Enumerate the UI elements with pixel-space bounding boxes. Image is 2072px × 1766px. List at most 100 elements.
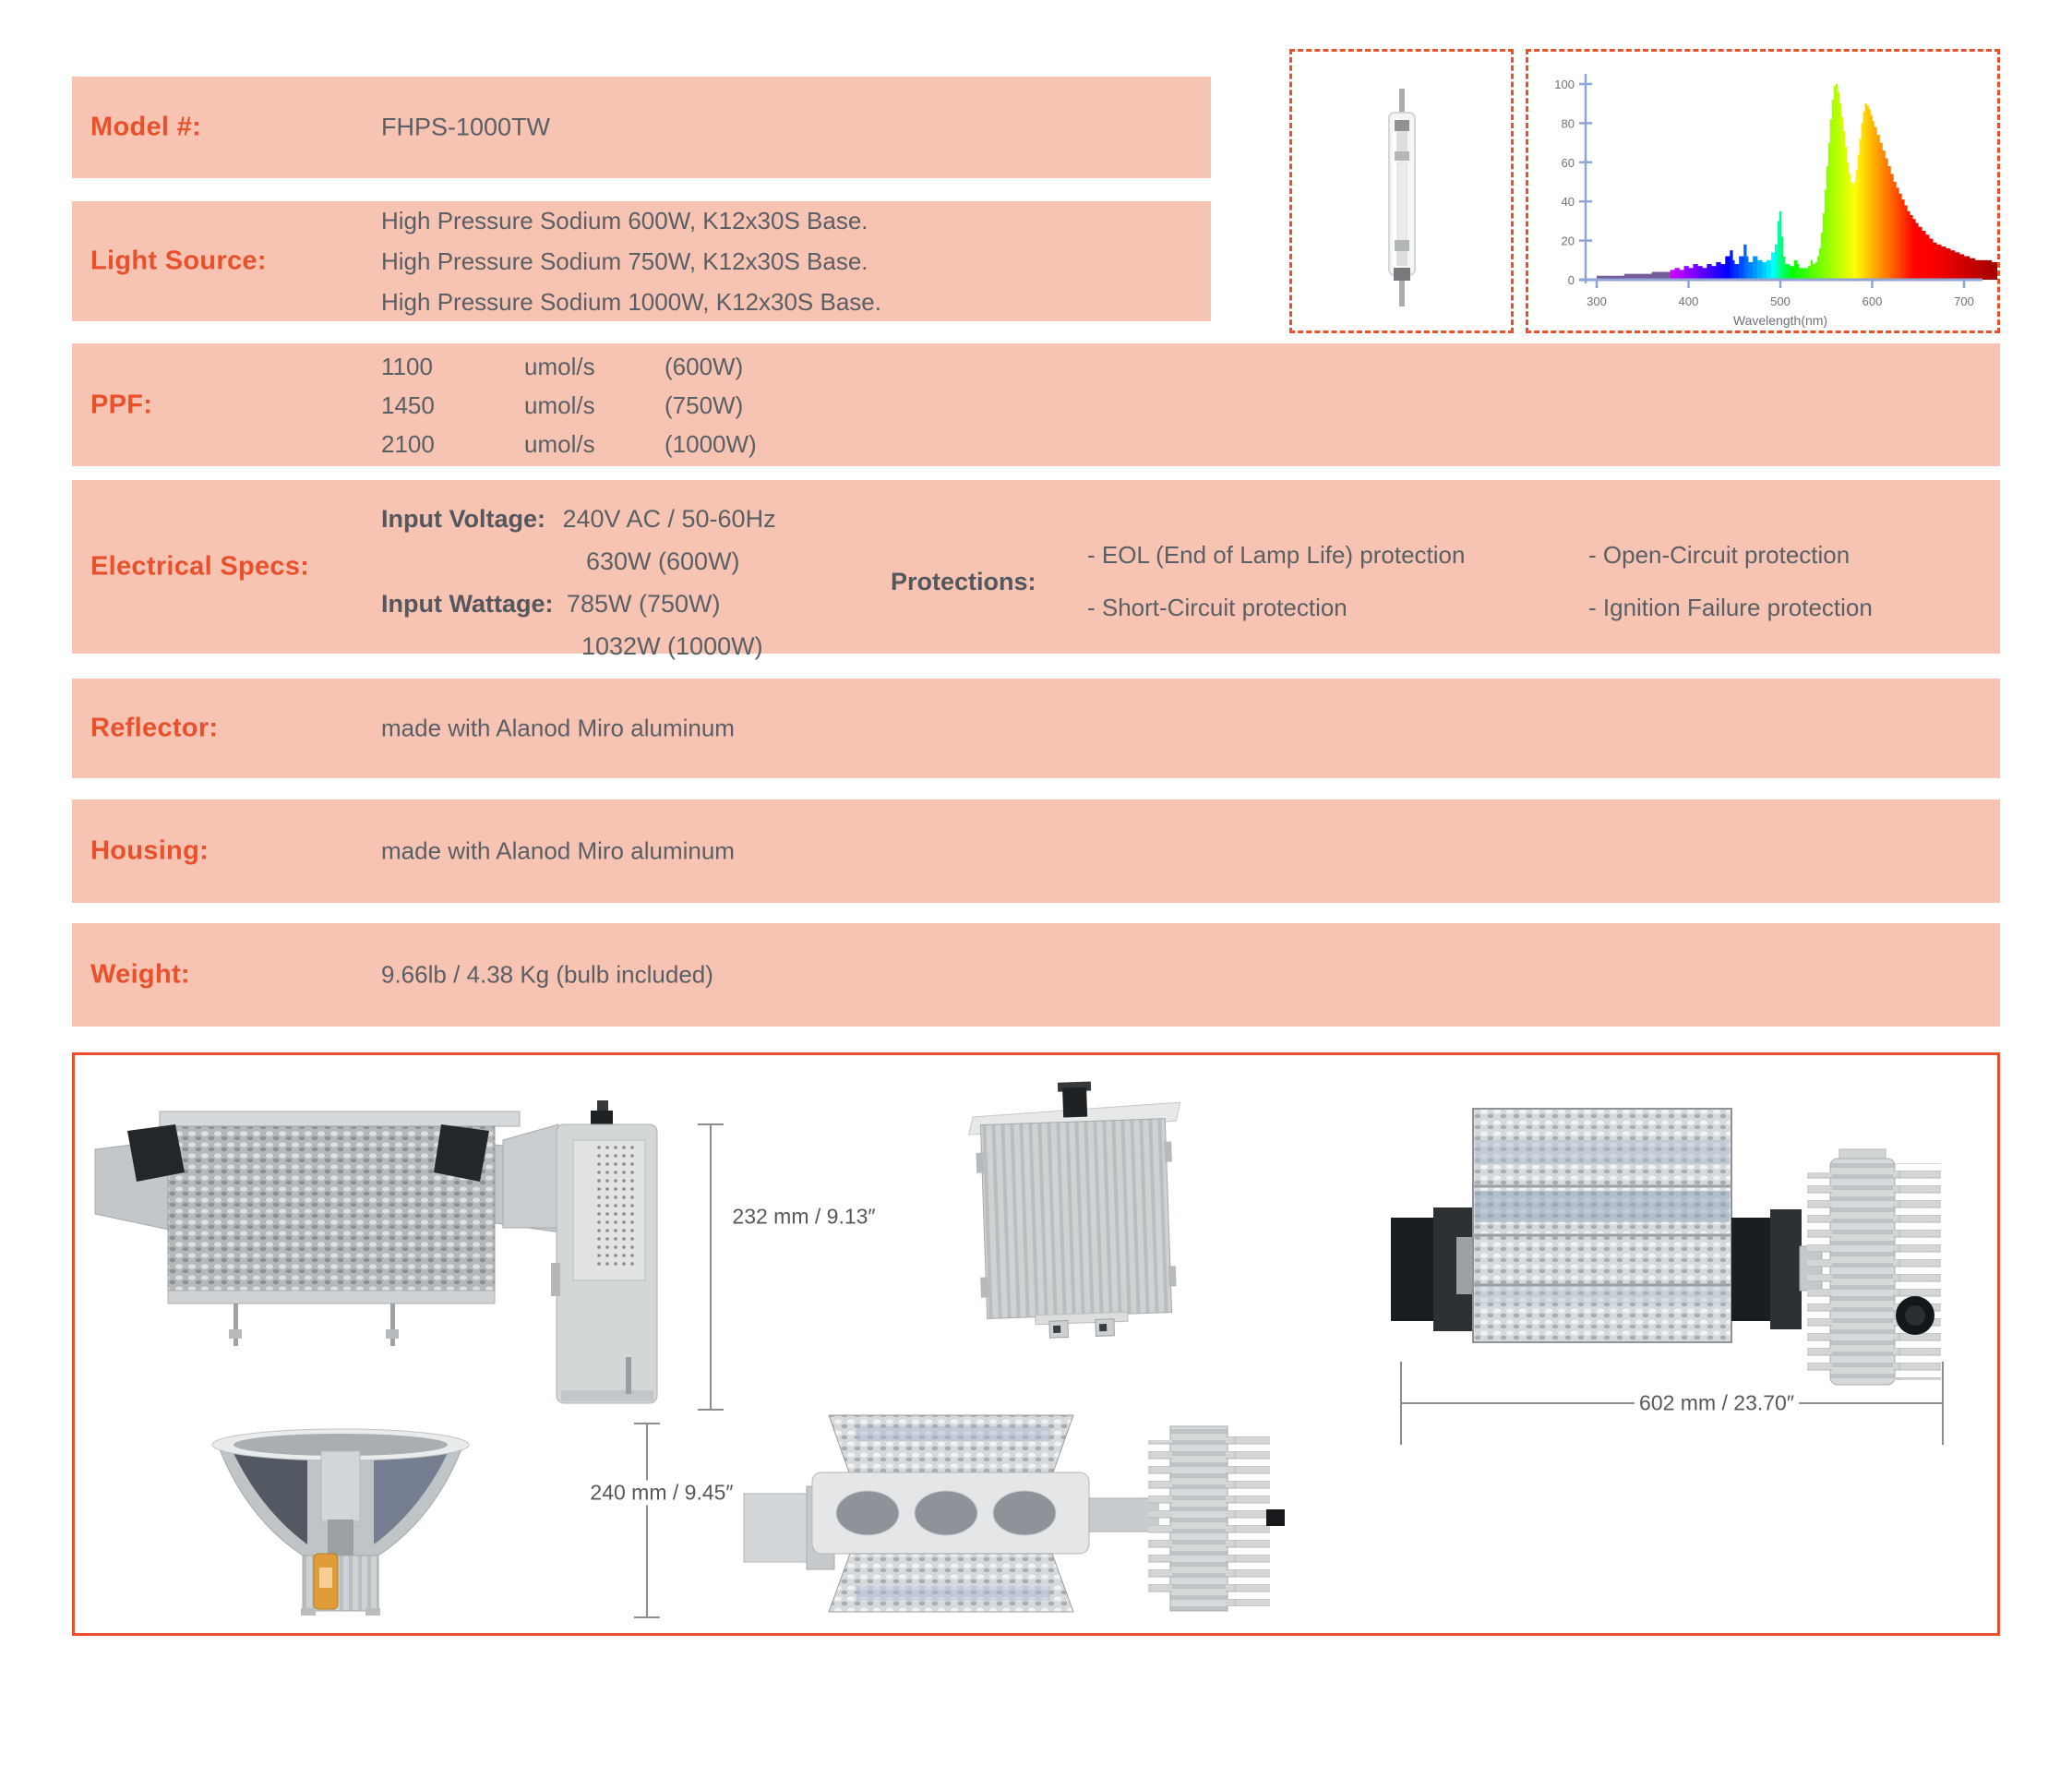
ballast-knob-stem	[597, 1100, 608, 1113]
bolt-nut	[229, 1329, 242, 1339]
spectrum-bar	[1918, 226, 1922, 280]
foot-hole	[1053, 1325, 1061, 1334]
spectrum-bar	[1904, 205, 1908, 280]
spectrum-bar	[1633, 273, 1644, 280]
wattage-1000-value: 1032W (1000W)	[581, 632, 763, 660]
spectrum-bar	[1803, 268, 1809, 280]
spectrum-bar	[1784, 264, 1791, 280]
spectrum-bar	[1861, 123, 1863, 280]
spectrum-bar	[1991, 261, 1997, 280]
reflector-value: made with Alanod Miro aluminum	[381, 714, 735, 742]
spectrum-bar	[1833, 86, 1836, 280]
protection-item: - Short-Circuit protection	[1087, 594, 1347, 621]
weight-value: 9.66lb / 4.38 Kg (bulb included)	[381, 960, 713, 989]
heatsink-fins-left	[1807, 1172, 1832, 1371]
spectrum-bar	[1753, 256, 1758, 280]
wing-stripe	[856, 1426, 1050, 1441]
connector-shaft	[1088, 1497, 1159, 1532]
spectrum-bar	[1660, 271, 1671, 280]
spectrum-bar	[1824, 189, 1827, 280]
heatsink-fins-right	[1226, 1433, 1270, 1606]
ppf-label: PPF:	[90, 390, 153, 419]
dim-label-side-height: 232 mm / 9.13″	[727, 1204, 880, 1230]
spectrum-bar	[1688, 268, 1694, 280]
spectrum-bar	[1929, 238, 1934, 280]
spectrum-bar	[1827, 142, 1831, 280]
reflector-end-view-photo	[211, 1428, 470, 1616]
driver-heatsink	[1829, 1158, 1896, 1386]
spectrum-bar	[1807, 266, 1812, 280]
spec-row-housing: Housing: made with Alanod Miro aluminum	[72, 799, 2000, 903]
spec-row-model: Model #: FHPS-1000TW	[72, 77, 1211, 178]
side-tab	[1168, 1266, 1177, 1287]
spectrum-bar	[1720, 264, 1726, 280]
spectrum-bar	[1901, 199, 1905, 280]
hanging-bolt	[234, 1303, 238, 1346]
spectrum-bar	[1974, 259, 1982, 280]
input-voltage-label: Input Voltage:	[381, 505, 545, 533]
side-tab	[1164, 1141, 1172, 1162]
y-tick-label: 0	[1568, 273, 1575, 287]
lamp-top-wire	[1399, 89, 1405, 114]
spectrum-bar	[1739, 256, 1744, 280]
spectrum-bar	[1730, 250, 1733, 280]
spectrum-bar	[1831, 99, 1835, 281]
spectrum-bar	[1771, 252, 1776, 280]
spectrum-bar	[1851, 186, 1854, 280]
light-source-line: High Pressure Sodium 1000W, K12x30S Base…	[381, 288, 881, 316]
spectrum-bar	[1859, 138, 1862, 280]
spectrum-bar	[1597, 275, 1607, 280]
dim-label-length: 602 mm / 23.70″	[1635, 1390, 1799, 1416]
reflector-bottom-wing	[828, 1553, 1074, 1613]
input-wattage-value: 785W (750W)	[566, 590, 721, 618]
ppf-value: 1100	[381, 352, 433, 380]
right-socket-clamp-inner	[1770, 1209, 1802, 1329]
spectrum-bar	[1933, 242, 1937, 280]
ppf-wattage: (600W)	[665, 352, 744, 380]
lamp-holder	[320, 1450, 361, 1522]
side-tab	[976, 1152, 985, 1173]
spectrum-bar	[1746, 256, 1749, 280]
spectrum-bar	[1670, 270, 1675, 280]
weight-label: Weight:	[90, 959, 190, 990]
reflector-top-rim	[159, 1111, 521, 1127]
x-tick-label: 400	[1679, 294, 1699, 308]
housing-label: Housing:	[90, 835, 210, 866]
ballast-knob	[1062, 1087, 1088, 1118]
spectrum-bar	[1837, 91, 1839, 280]
spectrum-bar	[1782, 256, 1786, 280]
protection-item: - Ignition Failure protection	[1588, 594, 1873, 621]
spectrum-bar	[1605, 275, 1616, 280]
spectrum-bar	[1936, 244, 1942, 280]
spectrum-bar	[1829, 119, 1833, 280]
y-tick-label: 60	[1562, 156, 1575, 170]
fixture-profile-view-photo	[743, 1414, 1285, 1613]
ppf-value: 2100	[381, 429, 435, 458]
spectrum-bar	[1798, 268, 1804, 280]
spectrum-bar	[1848, 174, 1850, 280]
frame-cutout	[914, 1490, 978, 1536]
spectrum-bar	[1876, 135, 1880, 280]
product-photos-svg	[94, 1081, 1944, 1618]
spectrum-bar	[1887, 166, 1891, 280]
spectrum-bar	[1946, 248, 1951, 280]
spectrum-bar	[1850, 182, 1852, 280]
left-socket-clamp	[1391, 1218, 1439, 1321]
spectrum-bar	[1743, 244, 1747, 280]
spectrum-bar	[1980, 259, 1987, 280]
electrical-label: Electrical Specs:	[90, 551, 310, 582]
right-clamp	[434, 1124, 489, 1182]
spectrum-bar	[1910, 215, 1913, 280]
spectrum-bar	[1767, 259, 1772, 280]
ppf-value: 1450	[381, 390, 435, 419]
spectrum-bar	[1857, 154, 1860, 280]
reflector-top-wing	[828, 1414, 1074, 1476]
spectrum-bar	[1789, 266, 1795, 280]
ballast-knob	[591, 1111, 613, 1127]
spectrum-bar	[1896, 187, 1899, 280]
spectrum-bar	[1846, 162, 1849, 280]
